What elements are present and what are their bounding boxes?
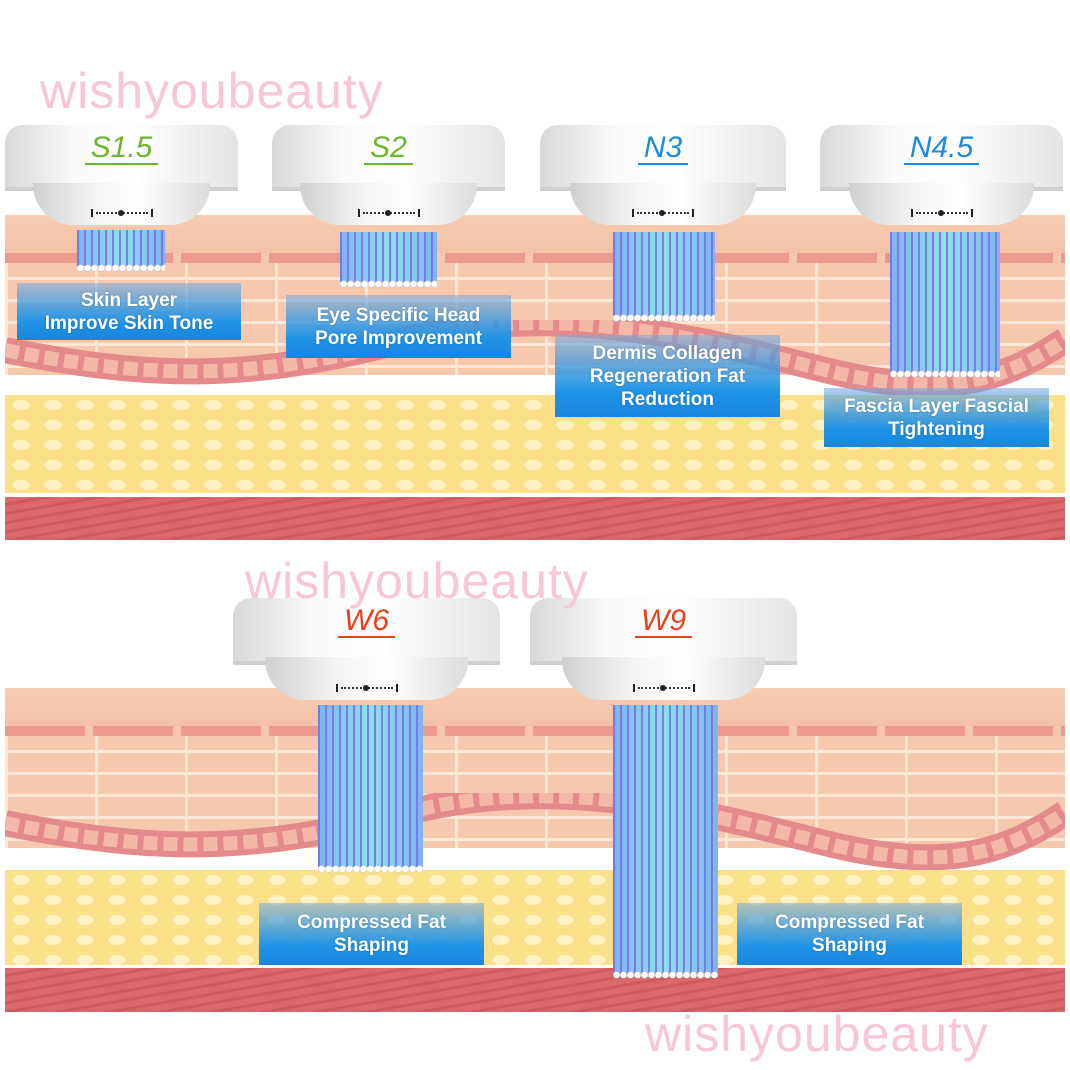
probe-head-w9: W9 — [530, 598, 797, 700]
probe-head-s2: S2 — [272, 125, 505, 225]
caption-line: Skin Layer — [80, 289, 178, 311]
probe-head-s1-5: S1.5 — [5, 125, 238, 225]
caption-line: Pore Improvement — [315, 327, 482, 349]
probe-tip — [299, 183, 478, 225]
skin-cross-section-bottom — [5, 688, 1065, 1012]
caption-line: Regeneration Fat — [589, 365, 746, 387]
ultrasound-beam-w9 — [613, 705, 718, 979]
probe-label: W6 — [233, 604, 500, 639]
caption-line: Reduction — [621, 388, 714, 410]
probe-tip — [265, 657, 468, 700]
ultrasound-beam-s1-5 — [77, 230, 165, 272]
probe-tip — [32, 183, 211, 225]
caption-line: Shaping — [812, 935, 887, 956]
probe-cap — [820, 125, 1063, 191]
probe-name: N3 — [637, 133, 689, 165]
caption-line: Improve Skin Tone — [44, 312, 214, 334]
probe-label: N3 — [540, 131, 786, 165]
probe-label: W9 — [530, 604, 797, 639]
depth-scale-icon — [90, 209, 153, 217]
ultrasound-beam-s2 — [340, 232, 437, 288]
probe-cap — [540, 125, 786, 191]
caption-line: Dermis Collagen — [592, 342, 743, 364]
caption-line: Shaping — [334, 935, 409, 956]
probe-name: W6 — [338, 606, 395, 639]
probe-name: N4.5 — [903, 133, 980, 165]
probe-head-n4-5: N4.5 — [820, 125, 1063, 225]
depth-scale-icon — [910, 209, 973, 217]
probe-tip — [569, 183, 757, 225]
watermark: wishyoubeauty — [645, 1006, 989, 1062]
probe-head-n3: N3 — [540, 125, 786, 225]
ultrasound-beam-n4-5 — [890, 232, 1000, 378]
caption-line: Eye Specific Head — [316, 304, 481, 326]
probe-tip — [562, 657, 765, 700]
depth-scale-icon — [632, 683, 695, 692]
depth-scale-icon — [357, 209, 420, 217]
caption-line: Tightening — [888, 418, 985, 440]
probe-name: S2 — [364, 133, 413, 165]
depth-scale-icon — [632, 209, 694, 217]
probe-head-w6: W6 — [233, 598, 500, 700]
probe-label: S1.5 — [5, 131, 238, 165]
probe-tip — [849, 183, 1034, 225]
probe-label: S2 — [272, 131, 505, 165]
depth-scale-icon — [335, 683, 398, 692]
ultrasound-beam-w6 — [318, 705, 423, 873]
probe-label: N4.5 — [820, 131, 1063, 165]
ultrasound-beam-n3 — [613, 232, 715, 322]
watermark: wishyoubeauty — [245, 553, 589, 609]
caption-line: Fascia Layer Fascial — [844, 395, 1029, 417]
probe-name: W9 — [635, 606, 692, 639]
caption-line: Compressed Fat — [775, 912, 924, 933]
probe-name: S1.5 — [84, 133, 159, 165]
watermark: wishyoubeauty — [40, 63, 384, 119]
caption-line: Compressed Fat — [297, 912, 446, 933]
